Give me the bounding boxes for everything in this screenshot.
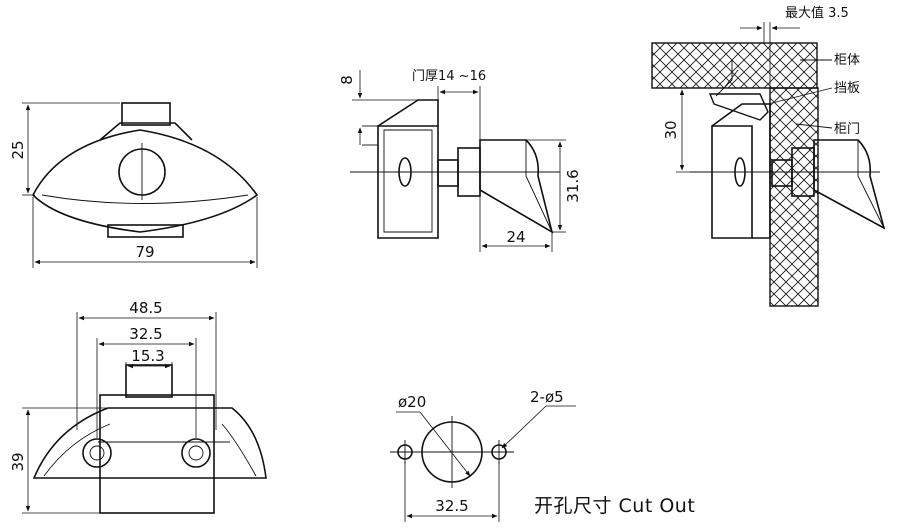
cabinet-door <box>769 87 819 307</box>
installed-bezel <box>711 125 753 239</box>
back-right-hole <box>181 438 211 468</box>
front-view: 25 79 <box>9 102 259 268</box>
front-body-outline <box>32 129 259 233</box>
front-housing <box>99 122 193 141</box>
cutout-caption: 开孔尺寸 Cut Out <box>534 495 695 517</box>
back-wing-outline <box>32 407 267 479</box>
back-left-hole <box>82 438 112 468</box>
cabinet-label: 柜体 <box>834 53 860 68</box>
back-housing <box>99 394 215 514</box>
cabinet-body <box>651 42 818 89</box>
side-bezel <box>377 125 439 239</box>
front-height-label: 25 <box>9 140 27 159</box>
cutout-center-label: ø20 <box>398 393 426 411</box>
side-door-thickness-label: 门厚14 ~16 <box>412 69 486 84</box>
side-shaft <box>437 159 459 187</box>
back-height-label: 39 <box>9 452 27 471</box>
side-length-label: 24 <box>506 228 525 246</box>
installed-view: 最大值 3.5 柜体 挡板 柜门 30 <box>651 5 886 307</box>
back-top-stem <box>125 364 173 398</box>
side-height-label: 31.6 <box>564 169 582 202</box>
front-inner-ridge <box>41 194 249 204</box>
cutout-spacing-label: 32.5 <box>435 497 468 515</box>
cutout-center-leader <box>419 411 471 477</box>
cutout-side-leader <box>501 405 547 449</box>
cutout-view: ø20 2-ø5 32.5 开孔尺寸 Cut Out <box>390 388 695 522</box>
front-width-label: 79 <box>135 243 154 261</box>
back-view: 48.5 32.5 15.3 39 <box>9 299 267 514</box>
side-latch <box>479 139 554 234</box>
side-offset-label: 8 <box>338 75 356 85</box>
front-bottom-tab <box>107 224 184 238</box>
cutout-side-label: 2-ø5 <box>530 388 564 406</box>
baffle-label: 挡板 <box>834 81 860 96</box>
installed-latch <box>813 139 886 230</box>
front-top-button <box>121 102 171 126</box>
side-view: 8 门厚14 ~16 31.6 24 <box>338 69 582 252</box>
back-width-outer-label: 48.5 <box>129 299 162 317</box>
door-label: 柜门 <box>834 122 860 137</box>
installed-height-label: 30 <box>662 120 680 139</box>
back-width-mid-label: 32.5 <box>129 325 162 343</box>
back-width-inner-label: 15.3 <box>131 347 164 365</box>
max-gap-label: 最大值 3.5 <box>785 5 849 21</box>
